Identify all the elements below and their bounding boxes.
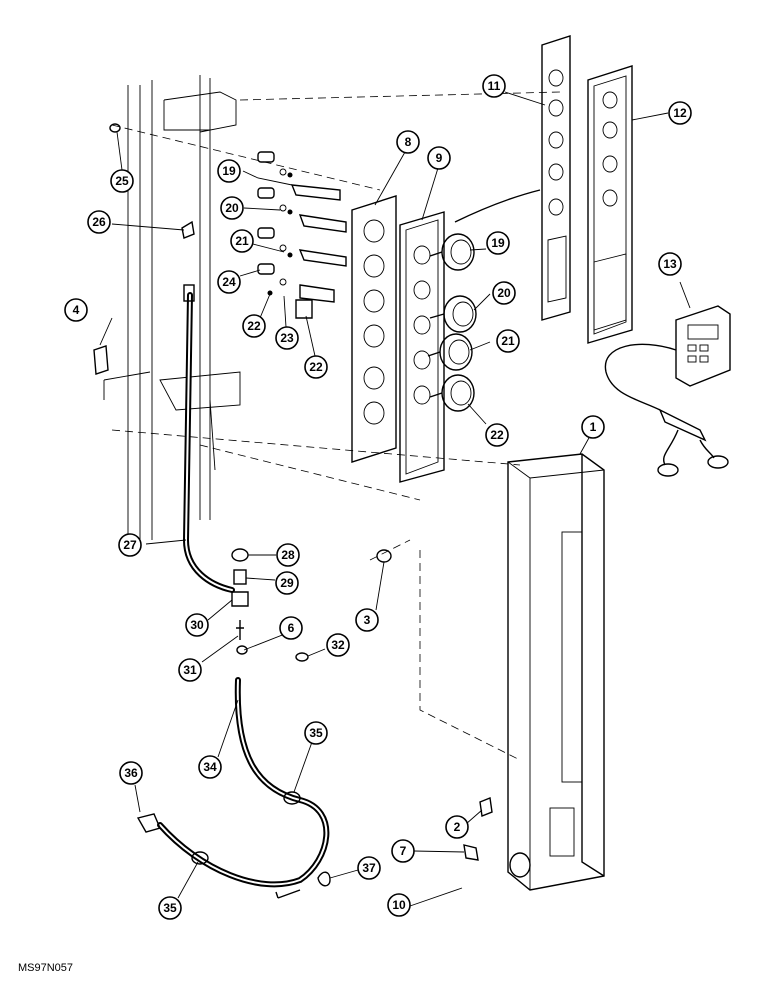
gauge-19 (429, 233, 475, 271)
callout-34: 34 (198, 755, 222, 779)
svg-text:23: 23 (280, 331, 294, 345)
callout-20-right: 20 (492, 281, 516, 305)
svg-text:25: 25 (115, 174, 129, 188)
svg-text:30: 30 (190, 618, 204, 632)
callout-1: 1 (581, 415, 605, 439)
callout-22-left: 22 (242, 314, 266, 338)
svg-text:6: 6 (288, 621, 295, 635)
svg-text:8: 8 (405, 135, 412, 149)
svg-text:20: 20 (225, 201, 239, 215)
callout-24: 24 (217, 270, 241, 294)
callout-23: 23 (275, 326, 299, 350)
gauge-gasket (399, 211, 445, 483)
svg-text:36: 36 (124, 766, 138, 780)
svg-text:37: 37 (362, 861, 376, 875)
callout-6: 6 (279, 616, 303, 640)
gauges (427, 233, 477, 412)
callout-13: 13 (658, 252, 682, 276)
svg-text:35: 35 (163, 901, 177, 915)
svg-text:22: 22 (309, 360, 323, 374)
svg-text:19: 19 (491, 236, 505, 250)
hose-27 (182, 284, 235, 593)
svg-text:2: 2 (454, 820, 461, 834)
gauge-21 (427, 333, 473, 371)
svg-text:22: 22 (247, 319, 261, 333)
svg-text:27: 27 (123, 538, 137, 552)
callout-31: 31 (178, 658, 202, 682)
callout-30: 30 (185, 613, 209, 637)
svg-text:22: 22 (490, 428, 504, 442)
callout-9: 9 (427, 146, 451, 170)
callout-20-left: 20 (220, 196, 244, 220)
callout-21-right: 21 (496, 329, 520, 353)
callout-8: 8 (396, 130, 420, 154)
callout-7: 7 (391, 839, 415, 863)
svg-text:35: 35 (309, 726, 323, 740)
callout-10: 10 (387, 893, 411, 917)
callout-25: 25 (110, 169, 134, 193)
svg-text:26: 26 (92, 215, 106, 229)
display-module (604, 305, 731, 477)
svg-text:32: 32 (331, 638, 345, 652)
fittings (93, 123, 493, 899)
pillar-trim (507, 453, 605, 891)
svg-text:11: 11 (488, 79, 501, 93)
svg-text:24: 24 (222, 275, 236, 289)
callout-26: 26 (87, 210, 111, 234)
callout-35-upper: 35 (304, 721, 328, 745)
svg-text:20: 20 (497, 286, 511, 300)
callout-37: 37 (357, 856, 381, 880)
svg-text:9: 9 (436, 151, 443, 165)
svg-text:1: 1 (590, 420, 597, 434)
hose-34 (136, 677, 330, 888)
decal-overlay (454, 65, 633, 344)
callout-11: 11 (482, 74, 506, 98)
svg-text:3: 3 (364, 613, 371, 627)
svg-text:7: 7 (400, 844, 407, 858)
callout-12: 12 (668, 101, 692, 125)
callout-36: 36 (119, 761, 143, 785)
callout-19-left: 19 (217, 159, 241, 183)
svg-text:29: 29 (280, 576, 294, 590)
gauge-panel (351, 195, 397, 463)
svg-text:28: 28 (281, 548, 295, 562)
callout-22-right: 22 (485, 423, 509, 447)
svg-text:19: 19 (222, 164, 236, 178)
callout-27: 27 (118, 533, 142, 557)
callout-29: 29 (275, 571, 299, 595)
callout-3: 3 (355, 608, 379, 632)
svg-text:31: 31 (183, 663, 197, 677)
callout-22-middle: 22 (304, 355, 328, 379)
cab-post-frame (103, 75, 241, 548)
bezel-panel (541, 35, 571, 321)
callout-19-right: 19 (486, 231, 510, 255)
callout-28: 28 (276, 543, 300, 567)
callout-2: 2 (445, 815, 469, 839)
callout-4: 4 (64, 298, 88, 322)
gauge-20 (429, 295, 477, 333)
callout-35-lower: 35 (158, 896, 182, 920)
svg-text:12: 12 (673, 106, 687, 120)
callout-32: 32 (326, 633, 350, 657)
gauge-22 (429, 374, 475, 412)
callout-21-left: 21 (230, 229, 254, 253)
svg-text:13: 13 (663, 257, 677, 271)
leader-lines (99, 91, 691, 907)
projection-lines (111, 91, 561, 761)
svg-text:34: 34 (203, 760, 217, 774)
svg-text:4: 4 (73, 303, 80, 317)
svg-text:21: 21 (235, 234, 249, 248)
figure-code: MS97N057 (18, 962, 74, 974)
svg-text:10: 10 (392, 898, 406, 912)
svg-text:21: 21 (501, 334, 515, 348)
gauge-brackets (257, 151, 347, 319)
